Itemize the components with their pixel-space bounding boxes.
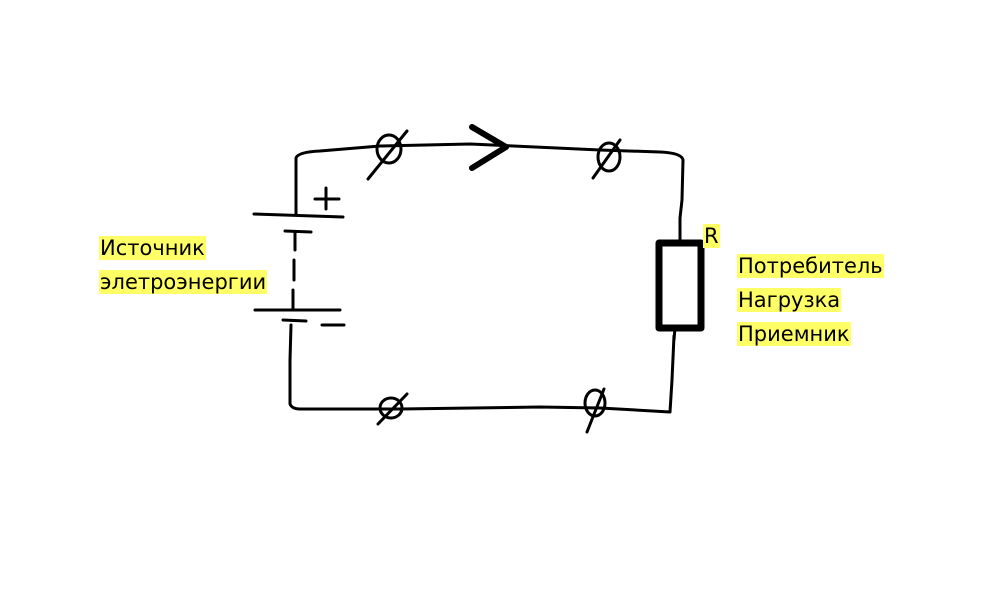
terminal-top-right: [591, 138, 622, 180]
current-arrow-icon: [469, 124, 509, 171]
load-label-line-1: Потребитель: [737, 254, 884, 278]
source-label: Источник элетроэнергии: [99, 231, 268, 299]
load-label: Потребитель Нагрузка Приемник: [737, 249, 884, 351]
source-label-line-1: Источник: [99, 236, 206, 260]
battery-connector: [291, 231, 297, 310]
terminal-top-left: [366, 129, 409, 181]
load-label-line-2: Нагрузка: [737, 288, 842, 312]
resistor-symbol: [655, 239, 705, 332]
terminal-bottom-left: [376, 392, 409, 426]
terminal-bottom-right: [583, 387, 607, 434]
wire-left-bottom: [288, 323, 676, 414]
resistor-label-text: R: [703, 224, 720, 248]
resistor-label: R: [703, 223, 720, 249]
wire-top: [294, 142, 685, 220]
battery-symbol: [252, 186, 346, 327]
load-label-line-3: Приемник: [737, 322, 851, 346]
source-label-line-2: элетроэнергии: [99, 270, 268, 294]
